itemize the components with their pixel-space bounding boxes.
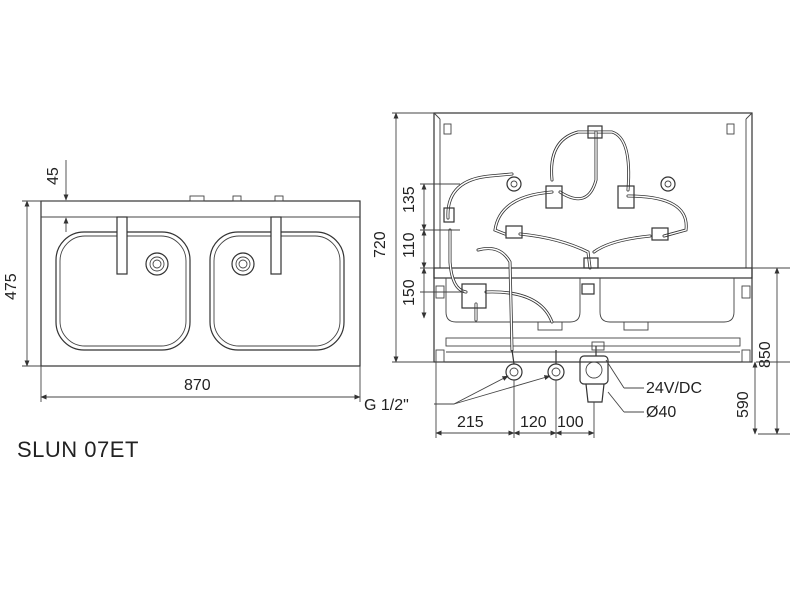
thread-label: G 1/2" bbox=[364, 397, 409, 414]
tap-base bbox=[189, 195, 205, 202]
tap-base bbox=[232, 195, 242, 202]
dim-120-label: 120 bbox=[520, 414, 547, 431]
tap-base bbox=[274, 195, 284, 202]
cabinet-outline bbox=[433, 112, 753, 363]
left-basin-section bbox=[445, 278, 581, 323]
dim-135-label: 135 bbox=[401, 186, 418, 213]
cabinet-inner bbox=[439, 119, 747, 269]
dim-870-label: 870 bbox=[184, 377, 211, 394]
dim-45-label: 45 bbox=[45, 167, 62, 185]
front-view: 720 135 110 150 850 590 215 120 100 bbox=[364, 112, 790, 438]
dim-720-label: 720 bbox=[372, 231, 389, 258]
drain-diameter-label: Ø40 bbox=[646, 404, 676, 421]
dim-475-label: 475 bbox=[3, 273, 20, 300]
dim-100-label: 100 bbox=[557, 414, 584, 431]
left-drain-icon bbox=[145, 252, 169, 276]
solenoid-valve-icon bbox=[617, 185, 635, 209]
dim-150-label: 150 bbox=[401, 279, 418, 306]
mixing-valve-icon bbox=[461, 283, 487, 309]
hoses bbox=[446, 130, 688, 352]
sensor-icon bbox=[505, 225, 523, 239]
top-view: 45 475 870 bbox=[3, 160, 361, 402]
model-label: SLUN 07ET bbox=[17, 437, 139, 462]
left-spout bbox=[116, 216, 128, 275]
dim-590-label: 590 bbox=[735, 391, 752, 418]
control-box-icon bbox=[583, 257, 599, 269]
dim-215-label: 215 bbox=[457, 414, 484, 431]
dim-850-label: 850 bbox=[757, 341, 774, 368]
tee-fitting-icon bbox=[587, 125, 603, 139]
solenoid-valve-icon bbox=[545, 185, 563, 209]
outlet-fitting-icon bbox=[660, 176, 676, 192]
voltage-label: 24V/DC bbox=[646, 380, 702, 397]
right-drain-icon bbox=[231, 252, 255, 276]
sink-outline bbox=[40, 200, 361, 367]
base-rail bbox=[445, 337, 741, 347]
inlet-connection-icon bbox=[505, 363, 523, 381]
right-spout bbox=[270, 216, 282, 275]
right-drain bbox=[623, 321, 649, 331]
dim-110-label: 110 bbox=[401, 232, 418, 258]
inlet-connection-icon bbox=[547, 363, 565, 381]
left-drain bbox=[537, 321, 563, 331]
drain-siphon-icon bbox=[579, 355, 609, 385]
right-basin-section bbox=[599, 278, 735, 323]
outlet-fitting-icon bbox=[506, 176, 522, 192]
countertop bbox=[433, 267, 753, 279]
sensor-icon bbox=[651, 227, 669, 241]
